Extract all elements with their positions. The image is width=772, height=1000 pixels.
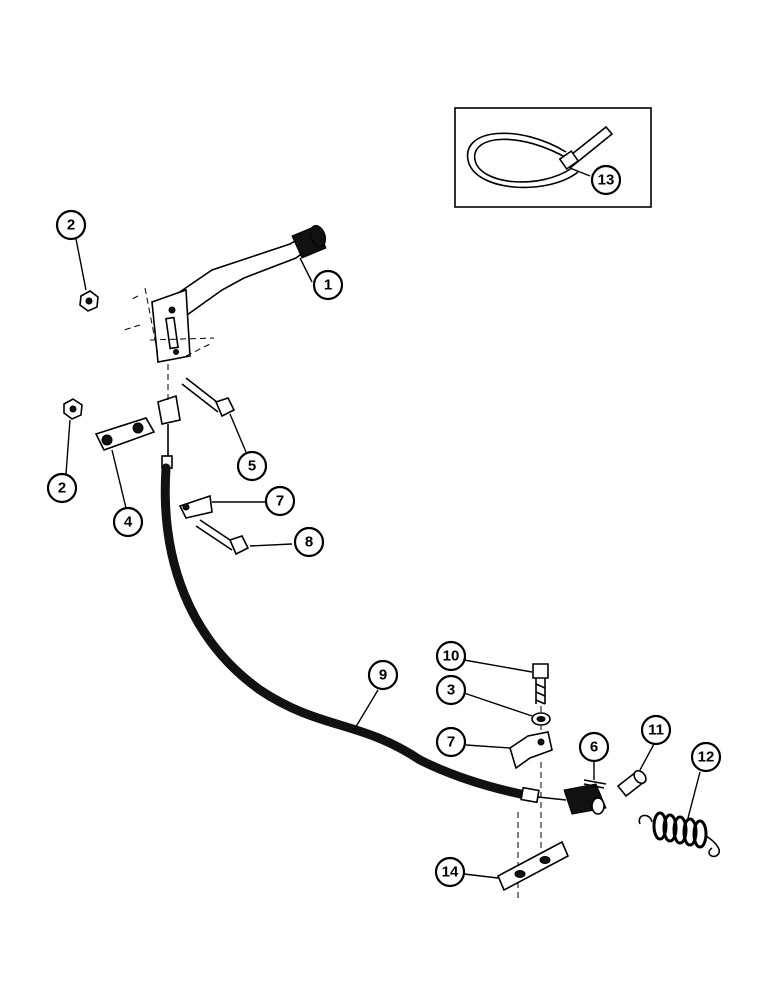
callout-14: 14: [434, 856, 466, 888]
svg-text:13: 13: [598, 172, 615, 189]
callout-6: 6: [578, 731, 610, 763]
callout-7-upper: 7: [264, 485, 296, 517]
cable-clamp-upper: [178, 494, 213, 519]
svg-text:7: 7: [447, 734, 455, 751]
callout-3: 3: [435, 674, 467, 706]
svg-text:11: 11: [648, 722, 664, 739]
svg-text:5: 5: [248, 458, 256, 475]
leader-lines: [65, 238, 701, 879]
svg-text:9: 9: [379, 667, 387, 684]
lock-nut-lower: [63, 398, 83, 420]
lower-clevis: [563, 783, 607, 815]
callout-2-upper: 2: [55, 209, 87, 241]
svg-text:4: 4: [124, 514, 133, 531]
cable-clamp-lower: [509, 731, 553, 770]
upper-cable-end: [157, 364, 181, 469]
callout-5: 5: [236, 450, 268, 482]
bolt-8: [195, 519, 250, 556]
clevis-pin: [616, 769, 647, 798]
callout-7-lower: 7: [435, 726, 467, 758]
callout-4: 4: [112, 506, 144, 538]
callout-2-lower: 2: [46, 472, 78, 504]
bolt-10: [532, 663, 549, 705]
svg-text:7: 7: [276, 493, 284, 510]
callout-9: 9: [367, 659, 399, 691]
callout-12: 12: [690, 741, 722, 773]
svg-text:14: 14: [442, 864, 459, 881]
cable-tie-icon: [466, 125, 614, 189]
svg-text:8: 8: [305, 534, 313, 551]
cotter-pin: [583, 779, 607, 789]
svg-text:3: 3: [447, 682, 455, 699]
svg-text:2: 2: [58, 480, 66, 497]
svg-text:1: 1: [324, 277, 332, 294]
svg-text:6: 6: [590, 739, 598, 756]
hand-lever: [123, 224, 327, 363]
svg-text:12: 12: [698, 749, 715, 766]
return-spring: [638, 811, 721, 858]
svg-text:10: 10: [443, 648, 460, 665]
callout-13: 13: [590, 164, 622, 196]
bolt-5: [181, 377, 236, 418]
mounting-plate: [496, 840, 570, 892]
callout-1: 1: [312, 269, 344, 301]
lock-nut-upper: [79, 290, 99, 312]
callout-11: 11: [640, 714, 672, 746]
spacer-plate: [94, 417, 156, 451]
brake-cable: [160, 463, 567, 804]
cable-tie-inset: [454, 107, 652, 208]
svg-text:2: 2: [67, 217, 75, 234]
callout-8: 8: [293, 526, 325, 558]
callout-10: 10: [435, 640, 467, 672]
